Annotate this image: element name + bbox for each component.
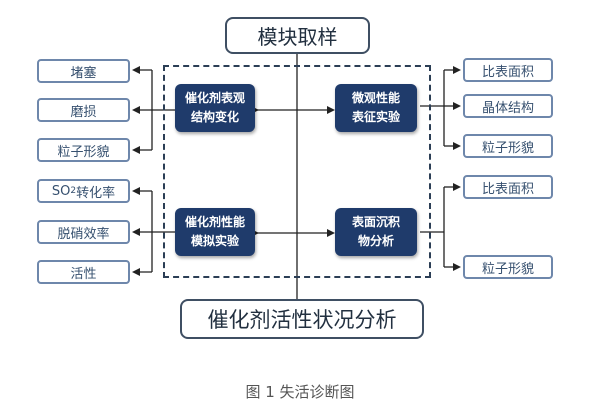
box-line: 表面沉积 [351, 215, 400, 229]
analysis-frame [163, 65, 431, 278]
box-surface-deposit: 表面沉积物分析 [335, 208, 417, 256]
item-specific-surface-area: 比表面积 [463, 58, 553, 82]
item-blockage: 堵塞 [37, 59, 130, 83]
box-performance-simulation: 催化剂性能模拟实验 [175, 208, 255, 256]
box-micro-characterization: 微观性能表征实验 [335, 84, 417, 132]
box-line: 模拟实验 [190, 234, 239, 248]
figure-caption: 图 1 失活诊断图 [245, 383, 355, 401]
box-line: 微观性能 [351, 91, 400, 105]
box-surface-structure: 催化剂表观结构变化 [175, 84, 255, 132]
box-line: 表征实验 [351, 110, 400, 124]
item-particle-morphology-right: 粒子形貌 [463, 134, 553, 158]
item-wear: 磨损 [37, 98, 130, 122]
item-crystal-structure: 晶体结构 [463, 94, 553, 118]
box-line: 结构变化 [190, 110, 239, 124]
so-text: SO [51, 183, 71, 199]
item-activity: 活性 [37, 260, 130, 284]
box-line: 催化剂性能 [184, 215, 245, 229]
item-particle-morphology-right-2: 粒子形貌 [463, 255, 553, 279]
item-particle-morphology: 粒子形貌 [37, 138, 130, 162]
activity-analysis-box: 催化剂活性状况分析 [180, 299, 424, 339]
item-specific-surface-area-2: 比表面积 [463, 175, 553, 199]
item-denitration-efficiency: 脱硝效率 [37, 220, 130, 244]
module-sampling-box: 模块取样 [225, 17, 370, 54]
box-line: 物分析 [357, 234, 394, 248]
conversion-text: 转化率 [76, 185, 116, 201]
subscript-2: 2 [70, 186, 77, 196]
box-line: 催化剂表观 [184, 91, 245, 105]
